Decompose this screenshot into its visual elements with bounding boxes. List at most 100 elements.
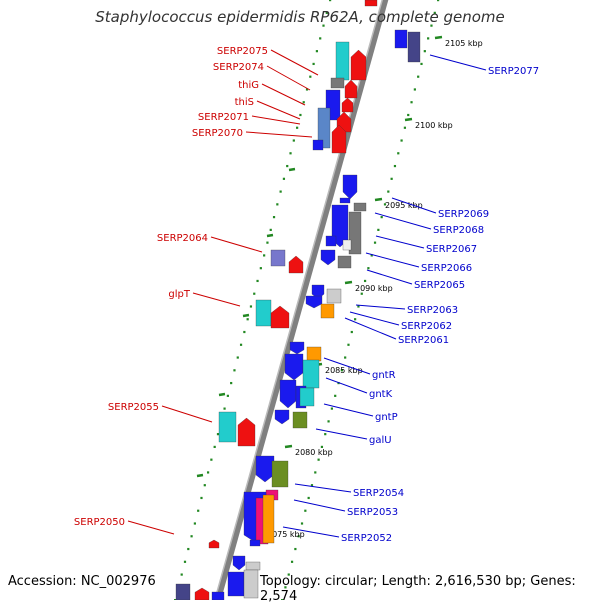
kbp-tick [284,444,293,449]
left-tick-dot [213,445,216,449]
right-tick-dot [327,420,330,423]
left-tick-dot [279,190,282,193]
right-tick-dot [423,50,426,53]
right-gene-label: gntP [375,412,398,423]
right-tick-dot [407,113,410,117]
gene-block [326,288,342,304]
gene-block [342,239,352,251]
left-leader-line [161,405,213,423]
left-tick-dot [305,88,309,91]
right-tick-dot [304,509,307,512]
left-leader-line [192,292,241,307]
right-tick-dot [380,216,383,219]
right-tick-dot [370,254,373,257]
left-leader-line [270,49,319,76]
left-leader-line [210,236,263,253]
gene-block [348,211,362,255]
right-leader-line [323,403,374,417]
right-tick-dot [413,88,416,91]
right-gene-label: SERP2052 [341,533,392,544]
right-gene-label: SERP2067 [426,244,477,255]
right-tick-dot [433,11,436,14]
left-tick-dot [286,164,289,168]
right-tick-dot [297,535,300,538]
gene-arrow [320,249,336,266]
right-gene-label: galU [369,435,392,446]
left-tick-dot [216,433,220,436]
gene-arrow [288,255,304,274]
left-gene-label: SERP2055 [108,402,159,413]
right-tick-dot [393,164,397,168]
left-tick-dot [299,113,302,117]
right-tick-dot [373,241,377,244]
left-leader-line [127,520,175,535]
gene-block [227,571,245,597]
right-leader-line [349,311,400,326]
left-leader-line [266,65,311,91]
right-leader-line [294,483,352,493]
left-tick-dot [233,369,236,372]
right-gene-label: SERP2065 [414,280,465,291]
gene-arrow [342,174,358,200]
gene-arrow [344,79,358,99]
gene-block [306,346,322,362]
kbp-label: 2090 kbp [355,284,393,293]
right-gene-label: gntR [372,370,396,381]
gene-block [245,561,261,571]
right-gene-label: SERP2077 [488,66,539,77]
right-gene-label: SERP2068 [433,225,484,236]
left-gene-label: SERP2050 [74,517,125,528]
right-leader-line [391,197,437,214]
left-tick-dot [319,37,322,40]
right-leader-line [375,235,425,249]
gene-arrow [274,409,290,425]
gene-block [394,29,408,49]
right-tick-dot [320,445,324,449]
right-gene-label: SERP2066 [421,263,472,274]
right-tick-dot [347,343,350,346]
left-tick-dot [236,356,239,359]
gene-block [299,387,315,407]
gene-arrow [237,417,256,447]
left-tick-dot [197,509,200,512]
right-tick-dot [377,228,380,231]
left-tick-dot [272,216,276,219]
right-leader-line [344,317,397,340]
left-tick-dot [246,318,249,321]
left-tick-dot [253,292,256,295]
left-tick-dot [276,203,279,206]
minor-tick [218,392,226,397]
left-tick-dot [230,381,233,385]
right-tick-dot [294,547,297,551]
gene-block [243,569,259,599]
left-leader-line [251,115,301,125]
kbp-tick [374,197,383,202]
left-tick-dot [203,484,206,487]
right-leader-line [374,212,432,230]
left-tick-dot [263,254,266,257]
right-tick-dot [427,37,430,40]
minor-tick [242,313,250,318]
left-tick-dot [309,75,312,78]
kbp-label: 2095 kbp [385,201,423,210]
left-tick-dot [322,24,325,27]
gene-arrow [255,455,275,483]
left-gene-label: SERP2064 [157,233,208,244]
gene-block [317,107,331,149]
kbp-label: 2080 kbp [295,448,333,457]
right-tick-dot [363,279,367,283]
right-leader-line [323,357,371,375]
right-gene-label: SERP2054 [353,488,404,499]
right-tick-dot [417,75,420,78]
left-tick-dot [259,267,262,270]
right-gene-label: SERP2053 [347,507,398,518]
gene-arrow [305,295,323,309]
right-tick-dot [357,305,360,308]
gene-block [335,41,350,81]
right-tick-dot [354,318,357,321]
right-leader-line [429,54,487,71]
minor-tick [288,167,296,172]
kbp-label: 2075 kbp [267,530,305,539]
genome-title: Staphylococcus epidermidis RP62A, comple… [95,8,505,26]
